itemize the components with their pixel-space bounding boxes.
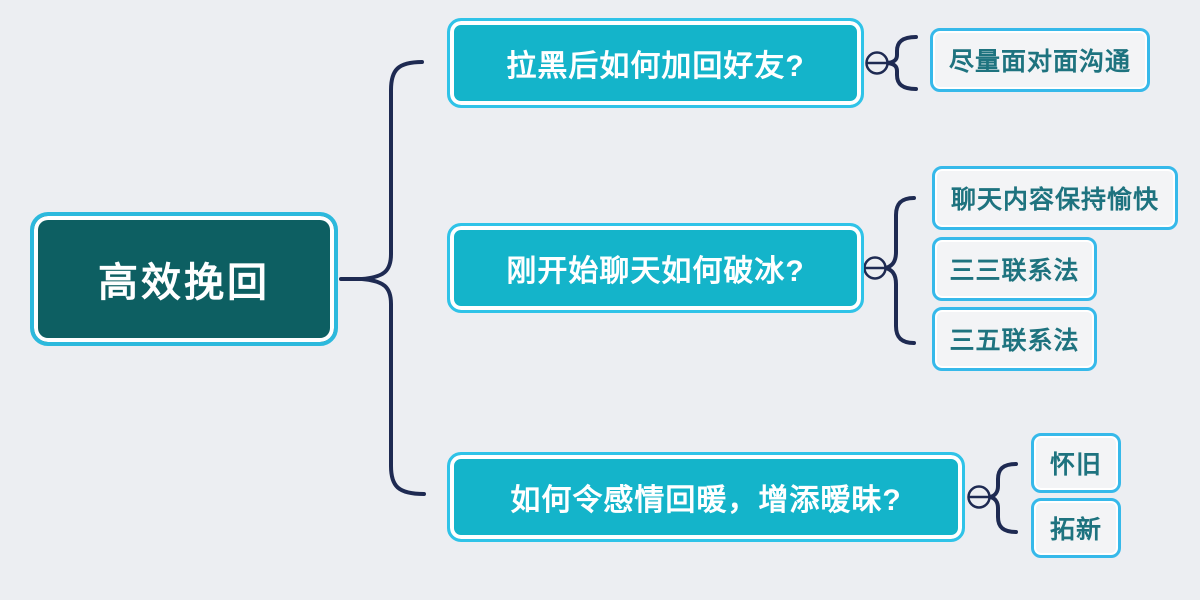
branch-3-brace	[989, 462, 1018, 534]
branch-3-collapse-minus-icon[interactable]	[967, 485, 991, 509]
branch-2-collapse-minus-icon[interactable]	[863, 256, 887, 280]
branch-2-brace	[879, 196, 916, 345]
leaf-node-3-1[interactable]: 怀旧	[1031, 433, 1121, 493]
branch-node-3[interactable]: 如何令感情回暖，增添暧昧?	[447, 452, 965, 542]
branch-1-brace	[887, 35, 918, 91]
leaf-node-2-1[interactable]: 聊天内容保持愉快	[932, 166, 1178, 230]
root-node[interactable]: 高效挽回	[30, 212, 338, 346]
leaf-node-3-2[interactable]: 拓新	[1031, 498, 1121, 558]
leaf-node-2-3[interactable]: 三五联系法	[932, 307, 1097, 371]
branch-node-1[interactable]: 拉黑后如何加回好友?	[447, 18, 864, 108]
branch-1-collapse-minus-icon[interactable]	[865, 51, 889, 75]
leaf-node-1-1[interactable]: 尽量面对面沟通	[930, 28, 1150, 92]
branch-node-2[interactable]: 刚开始聊天如何破冰?	[447, 223, 864, 313]
leaf-node-2-2[interactable]: 三三联系法	[932, 237, 1097, 301]
root-brace	[361, 60, 426, 496]
